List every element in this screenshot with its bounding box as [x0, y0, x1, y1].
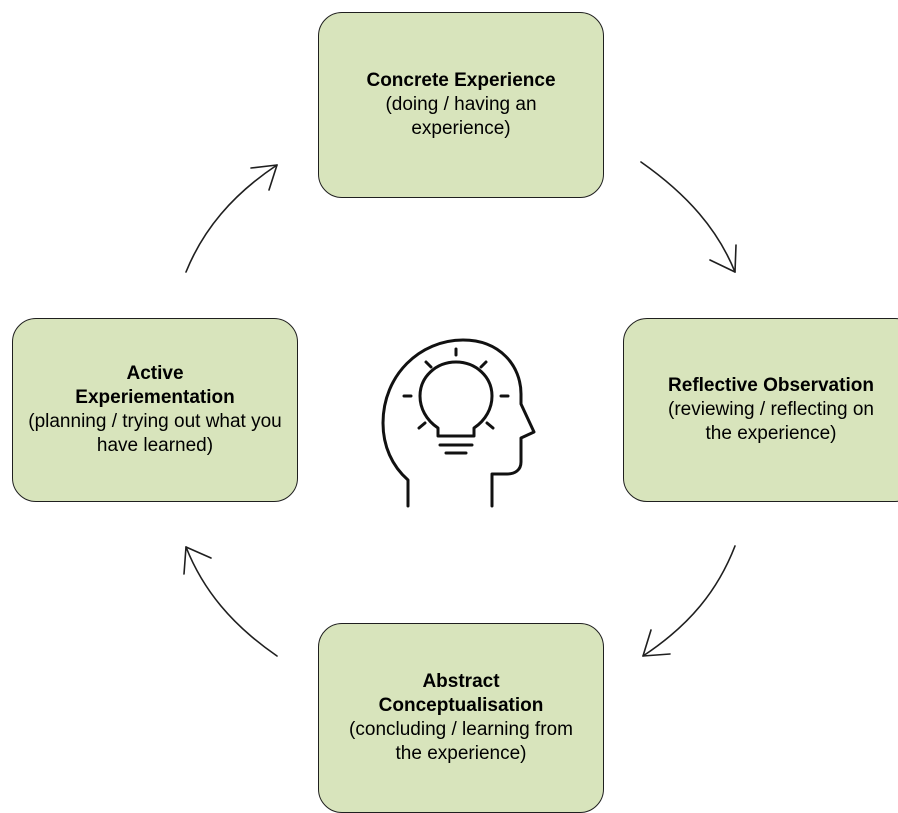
- active-experimentation-box: Active Experiementation (planning / tryi…: [12, 318, 298, 502]
- concrete-experience-description: (doing / having an experience): [385, 94, 537, 139]
- arrow-reflective-to-abstract: [642, 545, 736, 657]
- reflective-observation-box: Reflective Observation (reviewing / refl…: [623, 318, 898, 502]
- concrete-experience-title: Concrete Experience: [366, 70, 556, 91]
- active-experimentation-description: (planning / trying out what you have lea…: [28, 411, 282, 456]
- arrow-active-to-concrete: [185, 164, 278, 273]
- head-lightbulb-icon: [381, 338, 536, 508]
- abstract-conceptualisation-description: (concluding / learning from the experien…: [349, 719, 573, 764]
- abstract-conceptualisation-box: Abstract Conceptualisation (concluding /…: [318, 623, 604, 813]
- reflective-observation-title: Reflective Observation: [668, 375, 874, 396]
- abstract-conceptualisation-title: Abstract Conceptualisation: [378, 671, 544, 716]
- arrow-concrete-to-reflective: [640, 161, 737, 273]
- active-experimentation-title: Active Experiementation: [75, 363, 235, 408]
- reflective-observation-description: (reviewing / reflecting on the experienc…: [668, 399, 874, 444]
- arrow-abstract-to-active: [183, 546, 278, 657]
- concrete-experience-box: Concrete Experience (doing / having an e…: [318, 12, 604, 198]
